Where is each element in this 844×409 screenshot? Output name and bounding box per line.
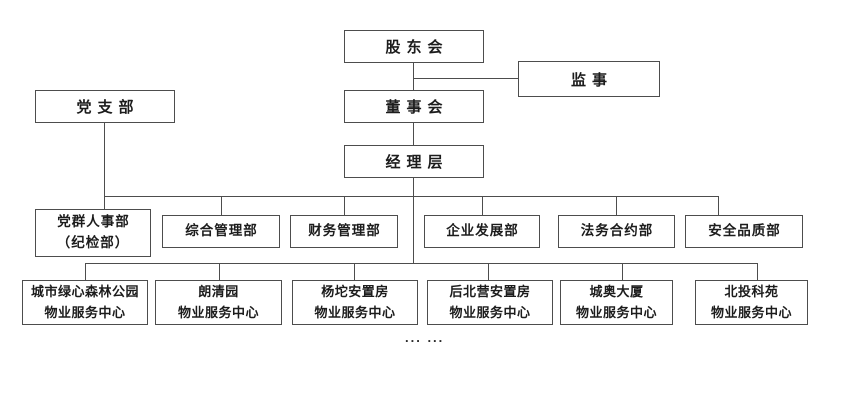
node-center-houbeiying-resettlement: 后北营安置房 物业服务中心 — [427, 280, 553, 325]
connector-row2-drop — [221, 196, 222, 215]
node-dept-enterprise-dev: 企业发展部 — [424, 215, 540, 248]
connector-row3-drop — [488, 263, 489, 280]
node-center-yangtuo-resettlement: 杨坨安置房 物业服务中心 — [292, 280, 418, 325]
connector-shareholders-board — [413, 63, 414, 90]
connector-row3-drop — [219, 263, 220, 280]
connector-row3-drop — [622, 263, 623, 280]
connector-party-branch-trunk — [104, 123, 105, 209]
node-board-of-directors: 董事会 — [344, 90, 484, 123]
node-party-branch: 党支部 — [35, 90, 175, 123]
node-dept-finance: 财务管理部 — [290, 215, 398, 248]
node-shareholders-meeting: 股东会 — [344, 30, 484, 63]
connector-row2-drop — [718, 196, 719, 215]
node-center-beitou-keyuan: 北投科苑 物业服务中心 — [695, 280, 808, 325]
connector-row3-bus — [85, 263, 758, 264]
connector-supervisor-branch — [413, 78, 518, 79]
node-dept-safety-quality: 安全品质部 — [685, 215, 803, 248]
continuation-ellipsis: ... ... — [405, 330, 445, 345]
connector-row2-bus — [104, 196, 719, 197]
node-center-chengao-tower: 城奥大厦 物业服务中心 — [560, 280, 673, 325]
node-center-urban-green-forest-park: 城市绿心森林公园 物业服务中心 — [22, 280, 148, 325]
connector-row3-drop — [85, 263, 86, 280]
connector-row3-drop — [757, 263, 758, 280]
connector-row2-drop — [344, 196, 345, 215]
node-dept-general-admin: 综合管理部 — [162, 215, 280, 248]
node-center-langqingyuan: 朗清园 物业服务中心 — [155, 280, 282, 325]
node-supervisor: 监事 — [518, 61, 660, 97]
connector-row3-drop — [354, 263, 355, 280]
connector-row2-drop — [482, 196, 483, 215]
node-management-team: 经理层 — [344, 145, 484, 178]
connector-management-trunk — [413, 178, 414, 263]
connector-board-management — [413, 123, 414, 145]
node-dept-legal-contracts: 法务合约部 — [558, 215, 675, 248]
connector-row2-drop — [616, 196, 617, 215]
node-dept-party-personnel: 党群人事部 （纪检部） — [35, 209, 151, 257]
